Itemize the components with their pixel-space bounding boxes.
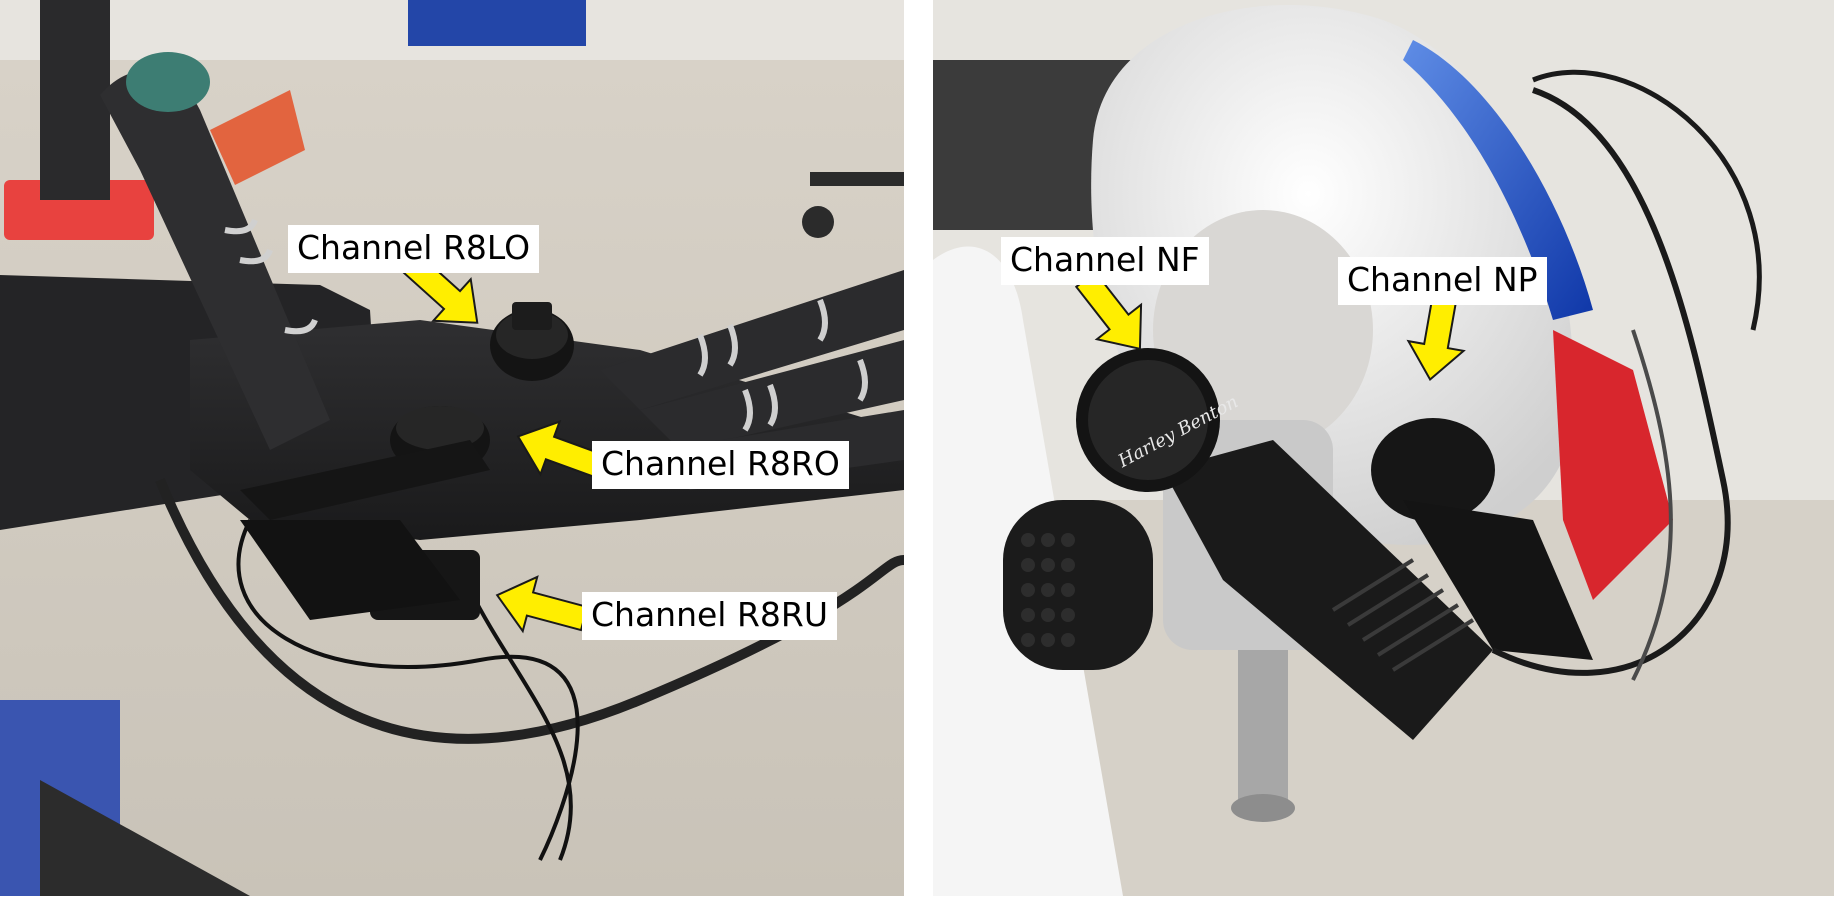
label-channel-r8ru: Channel R8RU <box>582 592 837 640</box>
left-photo-robot-hand: Channel R8LO Channel R8RO Channel R8RU <box>0 0 904 896</box>
arrow-r8ru <box>495 575 589 634</box>
cable-right-2 <box>1532 69 1762 331</box>
metal-leg <box>1238 620 1288 810</box>
mic-r8ru <box>240 520 480 620</box>
arrow-nf <box>1074 270 1143 351</box>
label-channel-np: Channel NP <box>1338 257 1547 305</box>
chair-leg <box>810 172 904 186</box>
thumb <box>100 70 330 450</box>
textured-knob <box>1003 500 1153 670</box>
orange-bag <box>210 90 305 185</box>
thumb-tip-pad <box>126 52 210 112</box>
mic-r8ro <box>240 406 490 520</box>
label-channel-r8lo: Channel R8LO <box>288 225 540 273</box>
blue-box <box>408 0 586 46</box>
mic-r8lo <box>490 302 574 381</box>
cable-thin-2 <box>468 589 573 861</box>
metal-leg-foot <box>1231 794 1295 822</box>
head-blue-trim <box>1403 40 1593 320</box>
right-photo-robot-head: Harley Benton Channel NF Channel NP <box>933 0 1834 896</box>
head-red-trim <box>1553 330 1673 600</box>
thumb-silver-bands <box>224 218 318 335</box>
carbon-plate <box>40 780 250 896</box>
mic-np <box>1371 418 1593 660</box>
label-channel-nf: Channel NF <box>1001 237 1209 285</box>
finger-silver-bands <box>697 298 868 432</box>
robot-head-scene: Harley Benton <box>933 0 1834 896</box>
cable-right-1 <box>1491 87 1731 676</box>
mic-nf-clip <box>1076 348 1493 740</box>
label-channel-r8ro: Channel R8RO <box>592 441 849 489</box>
chair-wheel <box>802 206 834 238</box>
black-pole <box>40 0 110 200</box>
cable-right-3 <box>1631 329 1673 681</box>
